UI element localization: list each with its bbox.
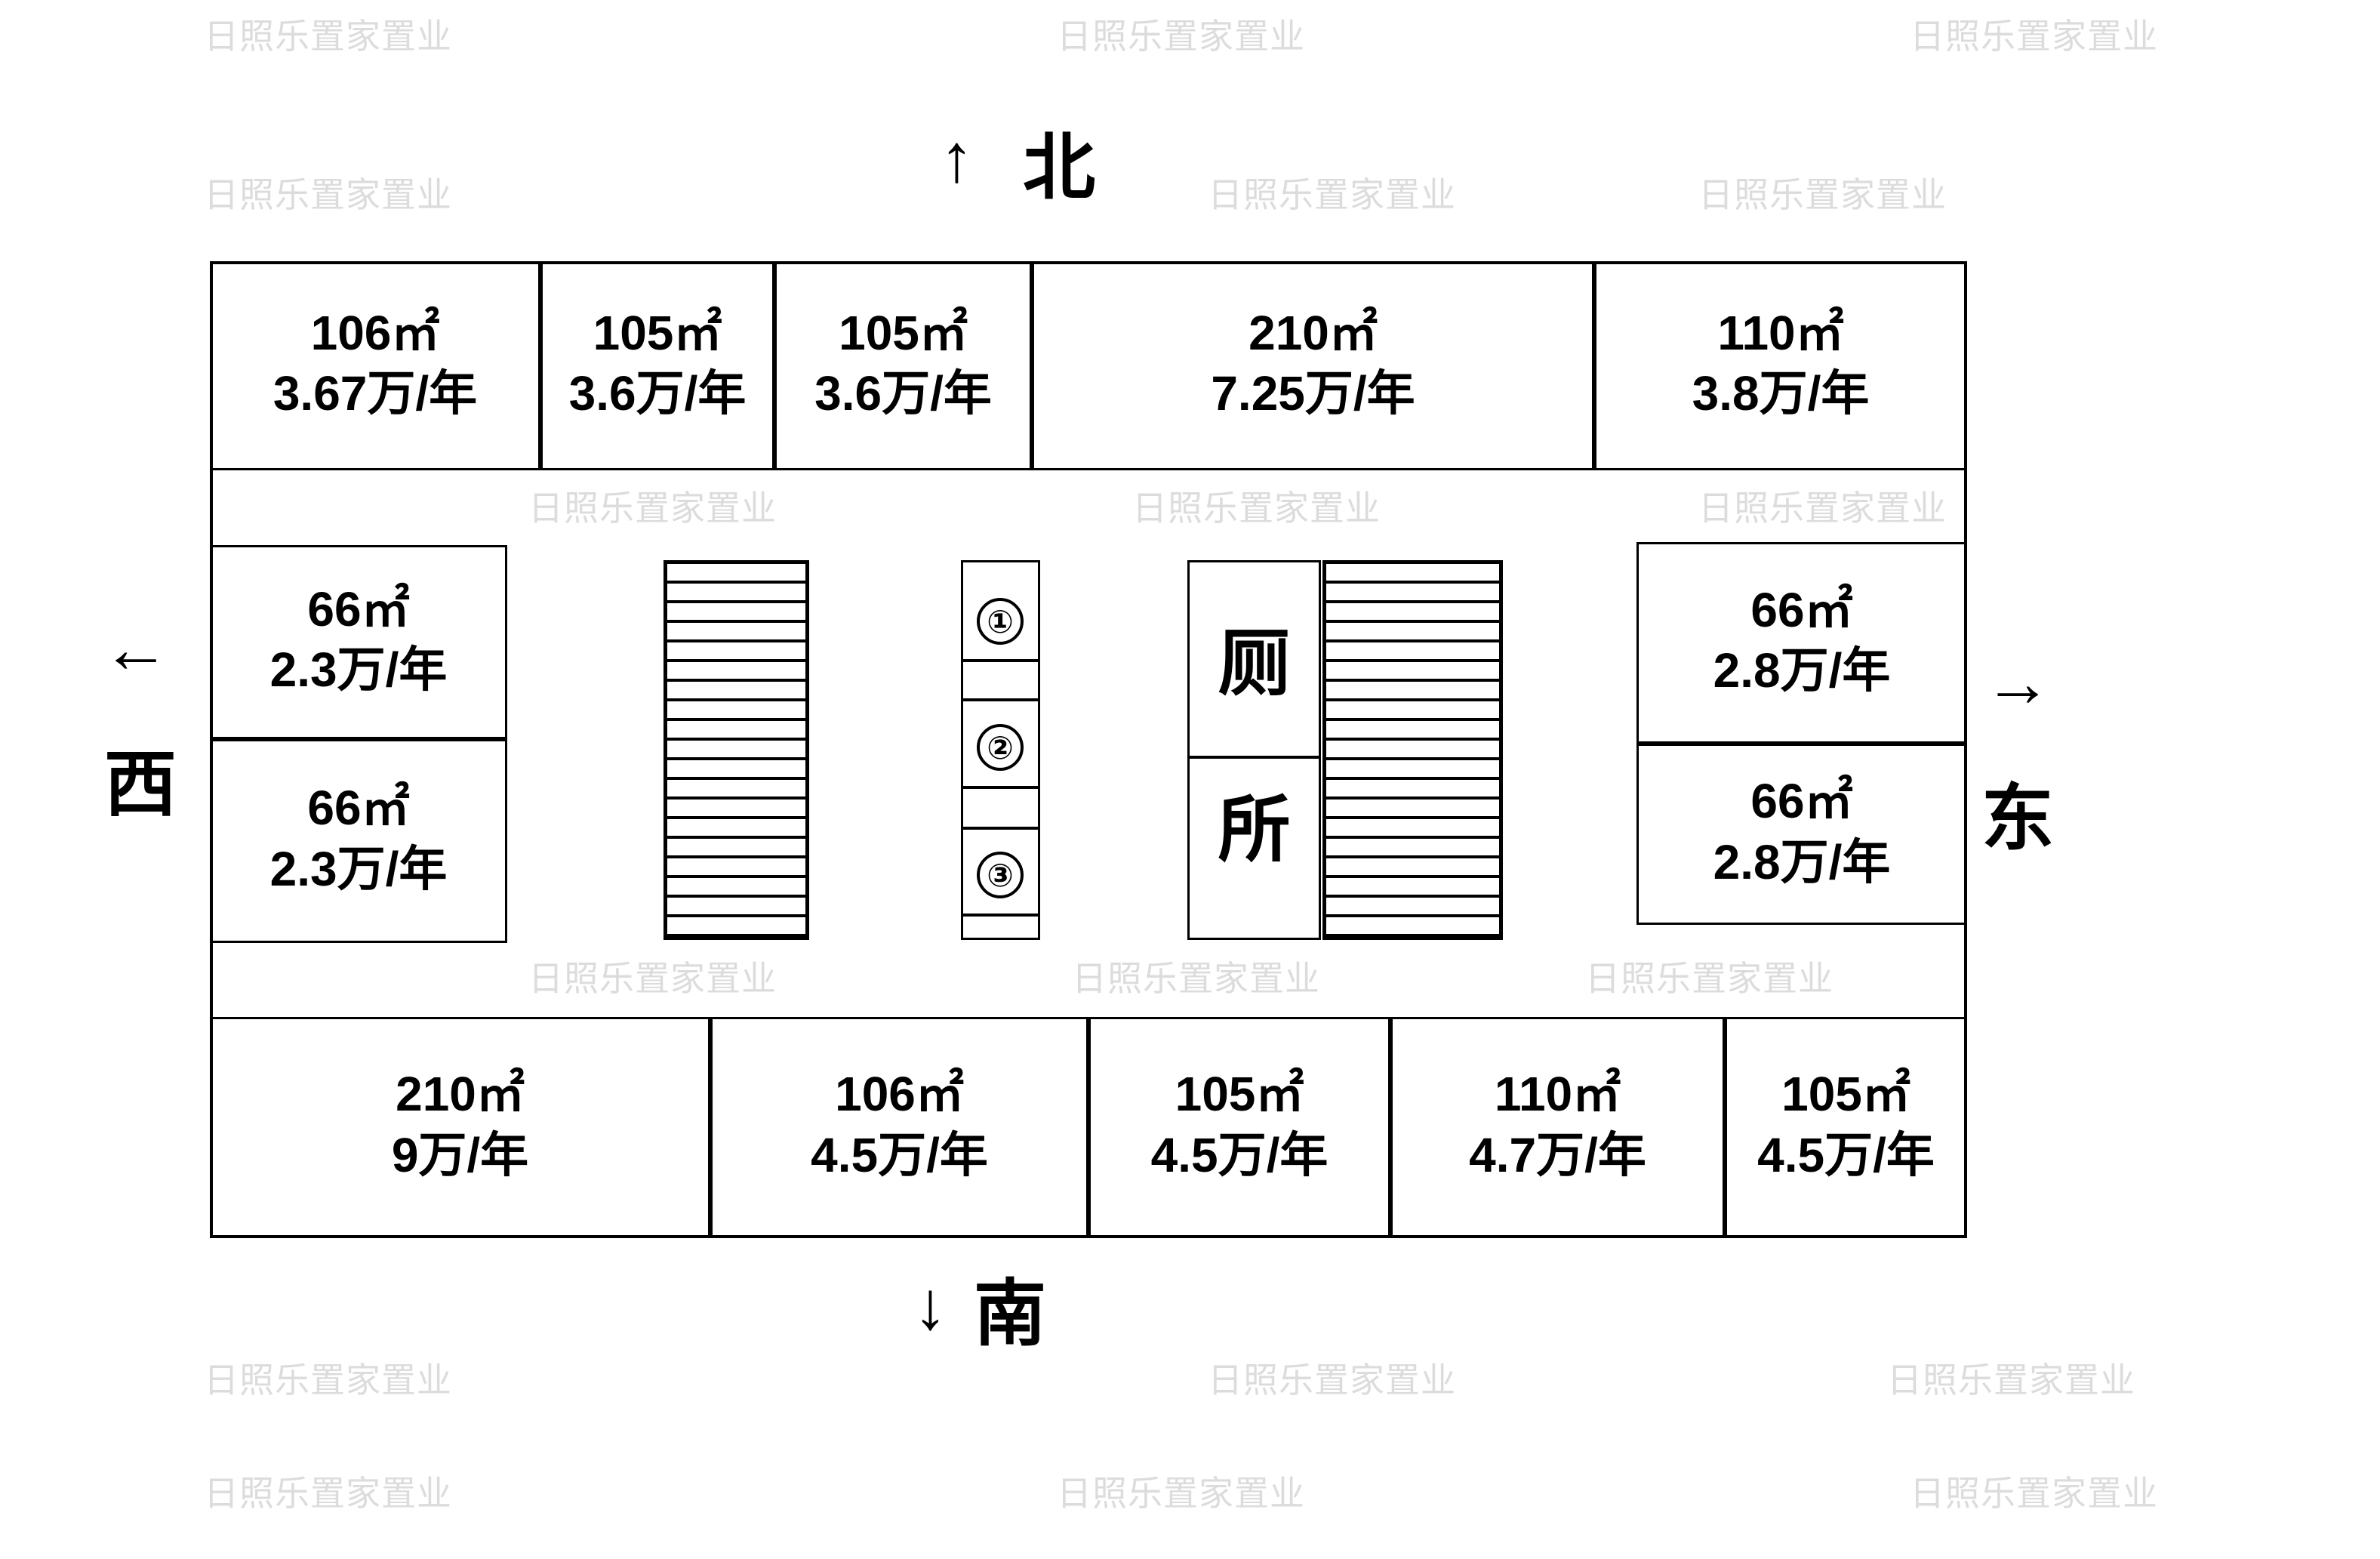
unit-area: 110㎡ bbox=[1717, 305, 1844, 360]
south-arrow-icon: ↓ bbox=[913, 1268, 947, 1344]
unit-rent: 4.7万/年 bbox=[1469, 1127, 1646, 1182]
rental-unit-north-5: 110㎡ 3.8万/年 bbox=[1594, 261, 1967, 470]
watermark-text: 日照乐置家置业 bbox=[1208, 1360, 1456, 1400]
watermark-text: 日照乐置家置业 bbox=[1698, 488, 1947, 528]
toilet-label-2: 所 bbox=[1218, 790, 1291, 870]
unit-rent: 3.8万/年 bbox=[1692, 366, 1870, 421]
watermark-text: 日照乐置家置业 bbox=[1072, 959, 1320, 998]
rental-unit-east-1: 66㎡ 2.8万/年 bbox=[1636, 542, 1967, 744]
watermark-text: 日照乐置家置业 bbox=[528, 488, 777, 528]
elevator-1-label: ① bbox=[977, 598, 1024, 645]
rental-unit-west-1: 66㎡ 2.3万/年 bbox=[210, 545, 507, 739]
unit-rent: 4.5万/年 bbox=[811, 1127, 988, 1182]
unit-rent: 2.8万/年 bbox=[1713, 643, 1891, 698]
unit-rent: 2.8万/年 bbox=[1713, 834, 1891, 889]
rental-unit-north-1: 106㎡ 3.67万/年 bbox=[210, 261, 540, 470]
watermark-text: 日照乐置家置业 bbox=[204, 1360, 452, 1400]
watermark-text: 日照乐置家置业 bbox=[204, 1474, 452, 1513]
unit-area: 66㎡ bbox=[1750, 774, 1853, 828]
unit-rent: 7.25万/年 bbox=[1211, 366, 1415, 421]
watermark-text: 日照乐置家置业 bbox=[1910, 1474, 2158, 1513]
rental-unit-south-3: 105㎡ 4.5万/年 bbox=[1088, 1017, 1390, 1237]
rental-unit-south-2: 106㎡ 4.5万/年 bbox=[710, 1017, 1088, 1237]
elevator-column: ① ② ③ bbox=[961, 560, 1040, 940]
elevator-2-label: ② bbox=[977, 724, 1024, 771]
rental-unit-east-2: 66㎡ 2.8万/年 bbox=[1636, 744, 1967, 925]
elevator-3-label: ③ bbox=[977, 852, 1024, 898]
unit-rent: 3.6万/年 bbox=[814, 366, 992, 421]
watermark-text: 日照乐置家置业 bbox=[1585, 959, 1833, 998]
unit-area: 66㎡ bbox=[1750, 582, 1853, 637]
rental-unit-north-4: 210㎡ 7.25万/年 bbox=[1032, 261, 1594, 470]
rental-unit-south-1: 210㎡ 9万/年 bbox=[210, 1017, 710, 1237]
unit-area: 105㎡ bbox=[593, 305, 722, 360]
unit-area: 105㎡ bbox=[1781, 1067, 1910, 1121]
west-arrow-icon: ← bbox=[102, 612, 170, 687]
unit-area: 110㎡ bbox=[1494, 1067, 1621, 1121]
watermark-text: 日照乐置家置业 bbox=[1698, 175, 1947, 214]
watermark-text: 日照乐置家置业 bbox=[1057, 1474, 1305, 1513]
watermark-text: 日照乐置家置业 bbox=[204, 17, 452, 56]
rental-unit-west-2: 66㎡ 2.3万/年 bbox=[210, 739, 507, 943]
unit-area: 66㎡ bbox=[307, 781, 410, 835]
south-label: 南 bbox=[974, 1274, 1046, 1354]
unit-area: 106㎡ bbox=[310, 305, 440, 360]
rental-unit-south-5: 105㎡ 4.5万/年 bbox=[1725, 1017, 1967, 1237]
watermark-text: 日照乐置家置业 bbox=[528, 959, 777, 998]
west-label: 西 bbox=[104, 744, 177, 825]
unit-area: 105㎡ bbox=[1175, 1067, 1304, 1121]
watermark-text: 日照乐置家置业 bbox=[204, 175, 452, 214]
watermark-text: 日照乐置家置业 bbox=[1132, 488, 1381, 528]
unit-rent: 2.3万/年 bbox=[269, 841, 448, 896]
unit-rent: 4.5万/年 bbox=[1150, 1127, 1329, 1182]
unit-rent: 3.6万/年 bbox=[568, 366, 747, 421]
watermark-text: 日照乐置家置业 bbox=[1910, 17, 2158, 56]
watermark-text: 日照乐置家置业 bbox=[1208, 175, 1456, 214]
unit-rent: 2.3万/年 bbox=[269, 642, 448, 698]
unit-area: 105㎡ bbox=[839, 305, 968, 360]
toilet: 厕 所 bbox=[1187, 560, 1321, 940]
unit-area: 210㎡ bbox=[1248, 305, 1378, 360]
east-label: 东 bbox=[1981, 778, 2054, 859]
staircase-east bbox=[1322, 560, 1503, 940]
unit-rent: 4.5万/年 bbox=[1757, 1127, 1935, 1182]
unit-rent: 3.67万/年 bbox=[272, 366, 478, 421]
unit-rent: 9万/年 bbox=[391, 1127, 529, 1182]
north-label: 北 bbox=[1023, 128, 1095, 208]
unit-area: 106㎡ bbox=[835, 1067, 964, 1121]
east-arrow-icon: → bbox=[1984, 645, 2052, 721]
rental-unit-north-3: 105㎡ 3.6万/年 bbox=[774, 261, 1032, 470]
north-arrow-icon: ↑ bbox=[940, 121, 974, 196]
rental-unit-north-2: 105㎡ 3.6万/年 bbox=[540, 261, 774, 470]
unit-area: 66㎡ bbox=[307, 581, 410, 636]
staircase-west bbox=[664, 560, 809, 940]
watermark-text: 日照乐置家置业 bbox=[1057, 17, 1305, 56]
unit-area: 210㎡ bbox=[396, 1067, 525, 1121]
rental-unit-south-4: 110㎡ 4.7万/年 bbox=[1390, 1017, 1725, 1237]
toilet-label-1: 厕 bbox=[1218, 624, 1291, 704]
watermark-text: 日照乐置家置业 bbox=[1887, 1360, 2135, 1400]
